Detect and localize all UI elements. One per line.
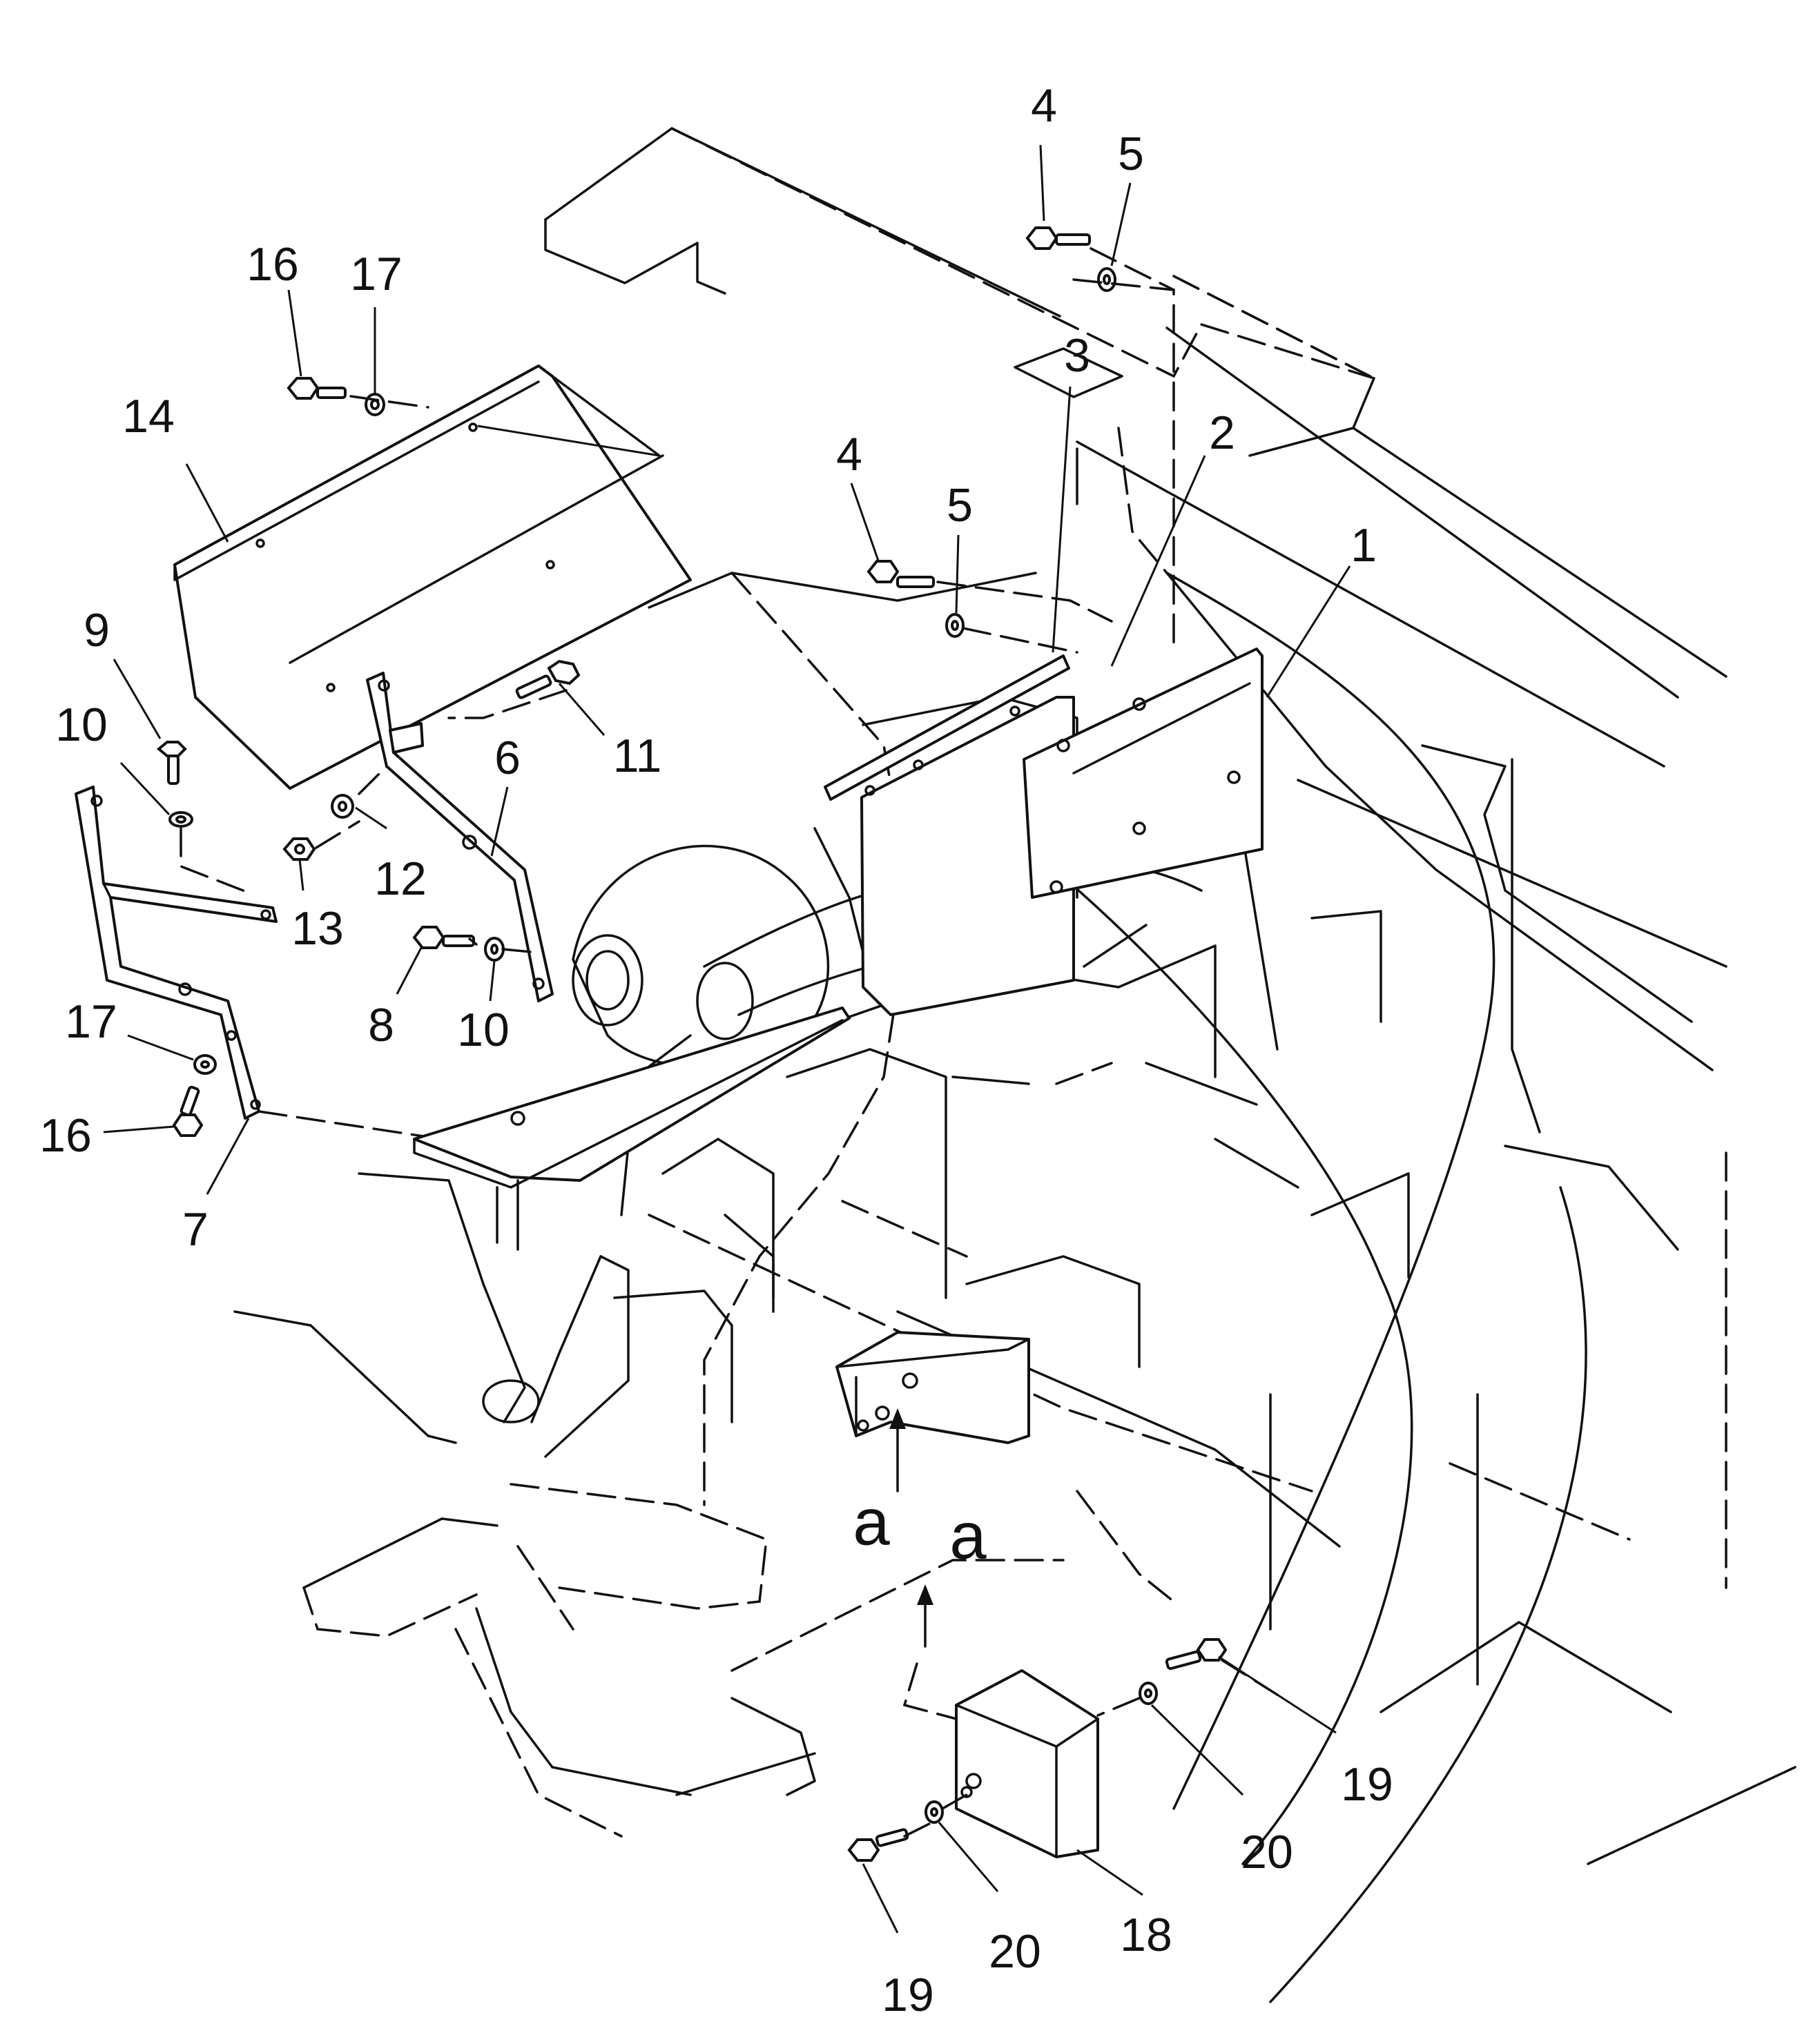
leader-lines xyxy=(103,144,1351,1934)
view-a-arrows xyxy=(889,1408,933,1648)
callout-4-middle: 4 xyxy=(836,428,862,480)
callout-17-bottom: 17 xyxy=(65,995,117,1048)
callout-12: 12 xyxy=(374,853,427,905)
bolt-19-bottom xyxy=(847,1828,909,1862)
callout-16-top: 16 xyxy=(246,238,299,291)
callout-11: 11 xyxy=(613,730,662,782)
machine-frame xyxy=(544,127,1797,2003)
bolt-4-middle xyxy=(867,560,935,588)
lower-cover xyxy=(413,1006,851,1251)
bolt-16-bottom xyxy=(172,1085,204,1137)
callout-20-bottom: 20 xyxy=(989,1925,1041,1978)
part-7-bracket xyxy=(75,786,443,1140)
cooling-fan xyxy=(233,1172,768,1838)
part-14-cover xyxy=(173,364,692,790)
bolt-11 xyxy=(515,659,581,699)
callout-16-bottom: 16 xyxy=(39,1109,92,1162)
callout-13: 13 xyxy=(291,902,344,955)
view-markers: a a xyxy=(853,1485,987,1573)
callout-20-right: 20 xyxy=(1241,1826,1293,1878)
hardware xyxy=(156,226,1228,1862)
callout-8: 8 xyxy=(368,999,394,1051)
callout-2: 2 xyxy=(1209,407,1235,459)
callout-9: 9 xyxy=(84,604,110,656)
callout-5-top: 5 xyxy=(1118,128,1144,180)
bolt-4-top xyxy=(1025,226,1091,250)
bolt-8 xyxy=(412,926,475,949)
callout-10-middle: 10 xyxy=(457,1004,510,1056)
part-6-bracket xyxy=(366,672,554,1002)
view-marker-a-2: a xyxy=(949,1499,987,1573)
callout-10-left: 10 xyxy=(55,699,108,751)
callout-19-bottom: 19 xyxy=(882,1969,934,2021)
part-18-box xyxy=(955,1669,1099,1858)
callout-3: 3 xyxy=(1064,329,1090,382)
callout-1: 1 xyxy=(1351,519,1377,572)
bolt-19-right xyxy=(1165,1638,1228,1671)
callout-4-top: 4 xyxy=(1031,79,1057,132)
callouts: 4 5 3 2 1 4 5 16 17 14 9 10 6 11 12 13 8… xyxy=(39,79,1393,2021)
callout-18: 18 xyxy=(1120,1909,1172,1961)
callout-14: 14 xyxy=(122,390,175,442)
callout-19-right: 19 xyxy=(1341,1758,1393,1811)
view-marker-a-1: a xyxy=(853,1485,890,1559)
part-2-plate xyxy=(1023,648,1264,899)
callout-6: 6 xyxy=(494,732,521,784)
callout-7: 7 xyxy=(182,1203,209,1256)
bolt-9 xyxy=(156,741,187,785)
view-a-bracket xyxy=(835,1331,1030,1444)
callout-17-top: 17 xyxy=(350,248,403,300)
part-3-strip xyxy=(824,654,1075,1016)
bolt-16-top xyxy=(287,377,347,400)
callout-5-middle: 5 xyxy=(947,479,973,532)
